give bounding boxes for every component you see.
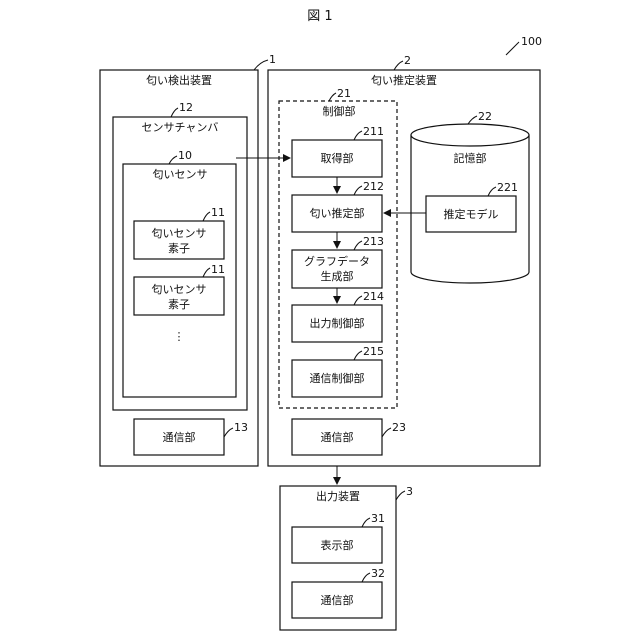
display-label: 表示部 <box>321 538 354 552</box>
sensor-chamber-label: センサチャンバ <box>142 121 219 134</box>
acquisition-ref: 211 <box>363 125 384 138</box>
sensor-element-1-line2: 素子 <box>168 242 190 255</box>
sensor-chamber-ref: 12 <box>179 101 193 114</box>
comm-control-label: 通信制御部 <box>310 371 365 385</box>
output-control-label: 出力制御部 <box>310 316 365 330</box>
storage-ref: 22 <box>478 110 492 123</box>
odor-estimator-ref: 2 <box>404 54 411 67</box>
estimator-comm-label: 通信部 <box>321 430 354 444</box>
output-comm-ref: 32 <box>371 567 385 580</box>
output-device-ref: 3 <box>406 485 413 498</box>
output-comm-label: 通信部 <box>321 593 354 607</box>
sensor-element-ellipsis: ⋮ <box>174 330 185 343</box>
detector-comm-ref: 13 <box>234 421 248 434</box>
sensor-element-2-line1: 匂いセンサ <box>152 283 207 296</box>
system-ref-label: 100 <box>521 35 542 48</box>
output-control-ref: 214 <box>363 290 384 303</box>
sensor-element-1-ref: 11 <box>211 206 225 219</box>
odor-detector-leader <box>254 60 268 70</box>
sensor-element-1-line1: 匂いセンサ <box>152 227 207 240</box>
odor-detector-ref: 1 <box>269 53 276 66</box>
detector-comm-label: 通信部 <box>163 430 196 444</box>
model-ref: 221 <box>497 181 518 194</box>
graph-gen-line2: 生成部 <box>321 269 354 283</box>
acquisition-label: 取得部 <box>321 151 354 165</box>
graph-gen-line1: グラフデータ <box>304 254 370 268</box>
sensor-element-2-line2: 素子 <box>168 298 190 311</box>
system-ref-leader <box>506 42 519 55</box>
estimator-comm-ref: 23 <box>392 421 406 434</box>
comm-control-ref: 215 <box>363 345 384 358</box>
sensor-element-2-ref: 11 <box>211 263 225 276</box>
odor-sensor-label: 匂いセンサ <box>153 168 208 181</box>
estimation-ref: 212 <box>363 180 384 193</box>
estimation-label: 匂い推定部 <box>310 206 365 220</box>
odor-sensor-ref: 10 <box>178 149 192 162</box>
output-device-label: 出力装置 <box>316 489 360 503</box>
odor-detector-label: 匂い検出装置 <box>146 73 212 87</box>
control-unit-label: 制御部 <box>323 104 356 118</box>
graph-gen-ref: 213 <box>363 235 384 248</box>
odor-estimator-label: 匂い推定装置 <box>371 73 437 87</box>
control-unit-ref: 21 <box>337 87 351 100</box>
output-device-leader <box>396 491 405 500</box>
model-label: 推定モデル <box>444 207 499 221</box>
figure-title: 図 1 <box>307 9 332 24</box>
storage-label: 記憶部 <box>454 151 487 165</box>
display-ref: 31 <box>371 512 385 525</box>
odor-estimator-leader <box>394 61 403 70</box>
